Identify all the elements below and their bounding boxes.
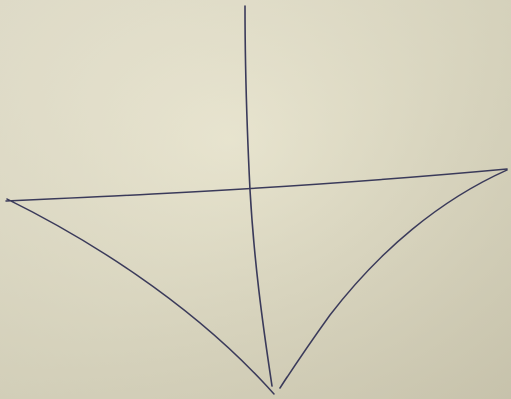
paper-shading (0, 0, 511, 399)
sketch-photo (0, 0, 511, 399)
sketch-canvas (0, 0, 511, 399)
